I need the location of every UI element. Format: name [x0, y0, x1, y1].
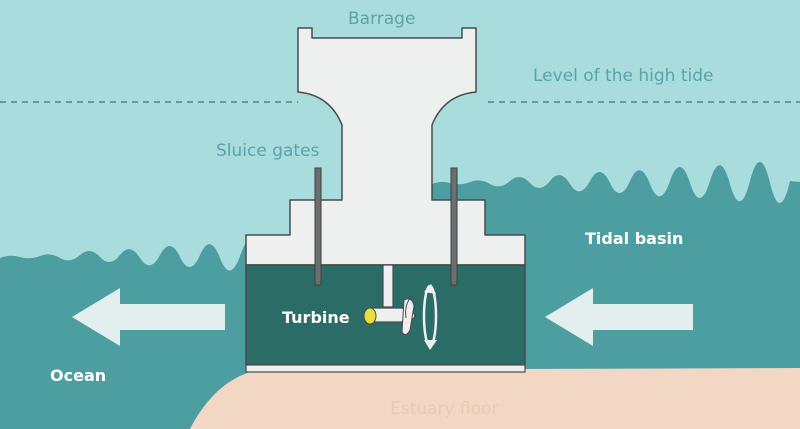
tidal-basin-label: Tidal basin [585, 229, 684, 248]
turbine-shaft [382, 264, 394, 308]
arrow-left-icon [545, 288, 693, 346]
high-tide-label: Level of the high tide [533, 66, 714, 86]
ocean-label: Ocean [50, 366, 107, 385]
turbine-label: Turbine [282, 308, 350, 327]
estuary-floor [190, 368, 800, 429]
arrow-left-icon [72, 288, 225, 346]
sluice-gate-right [450, 167, 458, 286]
rotation-icon [422, 284, 438, 350]
ocean-water [0, 242, 250, 429]
sluice-gate-left [314, 167, 322, 286]
sluice-gates-label: Sluice gates [216, 141, 320, 161]
barrage-label: Barrage [348, 9, 416, 29]
turbine-icon [363, 295, 416, 336]
estuary-floor-label: Estuary floor [390, 399, 499, 419]
tunnel-base [245, 364, 526, 373]
